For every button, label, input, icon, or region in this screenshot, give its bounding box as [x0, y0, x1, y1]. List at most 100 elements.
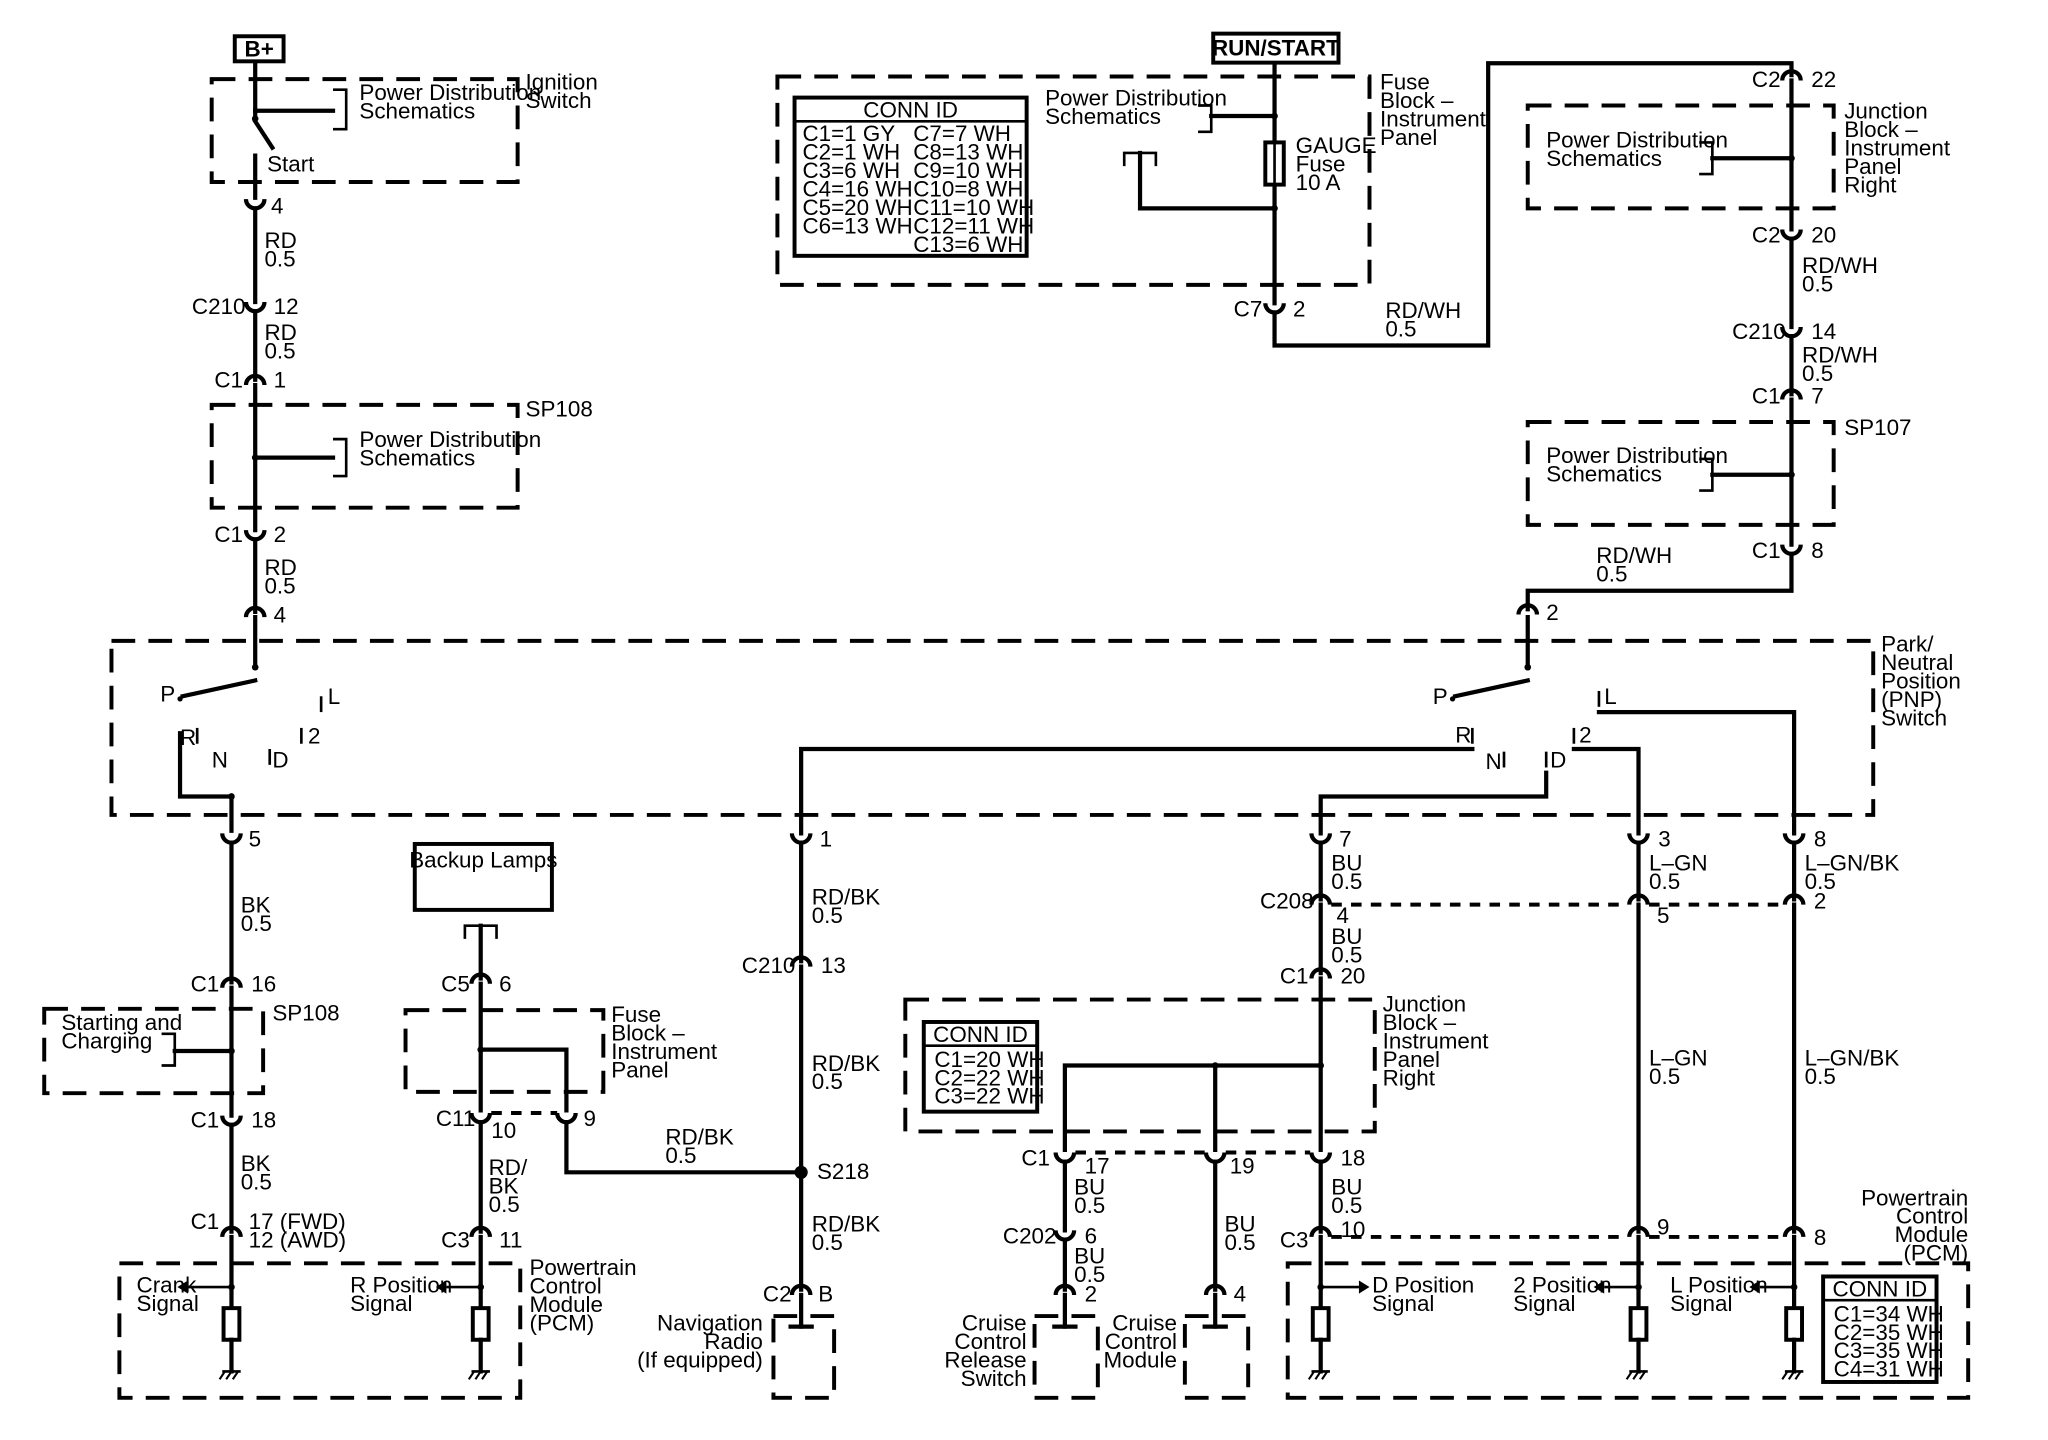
svg-text:0.5: 0.5: [1331, 869, 1362, 894]
svg-text:Release: Release: [944, 1347, 1026, 1372]
svg-text:N: N: [1486, 749, 1502, 774]
svg-text:Signal: Signal: [1513, 1291, 1575, 1316]
svg-text:Panel: Panel: [1844, 154, 1901, 179]
svg-text:0.5: 0.5: [1331, 1193, 1362, 1218]
svg-text:Block –: Block –: [1380, 88, 1454, 113]
svg-text:9: 9: [1657, 1214, 1669, 1239]
svg-text:2: 2: [1579, 722, 1591, 747]
svg-text:CONN ID: CONN ID: [1833, 1276, 1928, 1301]
svg-text:0.5: 0.5: [1074, 1262, 1105, 1287]
svg-text:C1=20 WH: C1=20 WH: [934, 1047, 1044, 1072]
svg-text:L–GN: L–GN: [1649, 1045, 1708, 1070]
svg-text:2: 2: [1546, 600, 1558, 625]
svg-text:C210: C210: [742, 953, 796, 978]
svg-text:C1: C1: [1752, 384, 1781, 409]
svg-text:RD/BK: RD/BK: [812, 1051, 881, 1076]
svg-text:Park/: Park/: [1881, 631, 1934, 656]
run-start-tag: RUN/START: [1211, 31, 1341, 65]
svg-text:C2: C2: [1752, 223, 1781, 248]
svg-text:11: 11: [499, 1227, 522, 1252]
svg-text:BK: BK: [241, 1151, 271, 1176]
svg-text:C5: C5: [441, 972, 470, 997]
svg-text:C3=22 WH: C3=22 WH: [934, 1084, 1044, 1109]
svg-text:Switch: Switch: [526, 88, 592, 113]
svg-text:20: 20: [1811, 223, 1836, 248]
svg-text:RD: RD: [264, 228, 296, 253]
svg-text:Instrument: Instrument: [611, 1039, 718, 1064]
sp108-bottom-box: Starting and Charging: [42, 1006, 266, 1096]
svg-text:RUN/START: RUN/START: [1212, 35, 1340, 60]
svg-text:C4=16 WH: C4=16 WH: [802, 176, 912, 201]
svg-text:Start: Start: [267, 151, 315, 176]
svg-text:0.5: 0.5: [489, 1192, 520, 1217]
conn-id-table-top: CONN ID C1=1 GY C2=1 WH C3=6 WH C4=16 WH…: [792, 95, 1034, 258]
svg-text:Junction: Junction: [1383, 991, 1466, 1016]
svg-text:9: 9: [584, 1106, 596, 1131]
svg-text:Right: Right: [1844, 173, 1897, 198]
svg-text:4: 4: [1337, 903, 1349, 928]
svg-text:0.5: 0.5: [812, 1230, 843, 1255]
svg-text:10: 10: [491, 1118, 516, 1143]
svg-text:BU: BU: [1074, 1243, 1105, 1268]
svg-text:Instrument: Instrument: [1383, 1028, 1490, 1053]
svg-text:(PNP): (PNP): [1881, 687, 1942, 712]
svg-text:BU: BU: [1331, 850, 1362, 875]
svg-text:BU: BU: [1224, 1212, 1255, 1237]
svg-text:L: L: [328, 684, 340, 709]
svg-text:2: 2: [1085, 1282, 1097, 1307]
svg-text:Instrument: Instrument: [1844, 136, 1951, 161]
svg-text:C3: C3: [1280, 1227, 1309, 1252]
svg-text:Control: Control: [954, 1329, 1026, 1354]
svg-text:D: D: [1550, 747, 1566, 772]
conn-id-table-mid: CONN ID C1=20 WH C2=22 WH C3=22 WH: [921, 1020, 1045, 1114]
svg-text:Panel: Panel: [1380, 125, 1437, 150]
svg-text:C4=31 WH: C4=31 WH: [1834, 1357, 1944, 1382]
sp108-top-box: Power Distribution Schematics: [209, 402, 541, 510]
svg-text:5: 5: [1657, 903, 1669, 928]
svg-text:RD/BK: RD/BK: [665, 1125, 734, 1150]
svg-text:Signal: Signal: [1372, 1291, 1434, 1316]
svg-text:Fuse: Fuse: [1380, 70, 1430, 95]
svg-text:Power Distribution: Power Distribution: [1546, 443, 1728, 468]
svg-text:D Position: D Position: [1372, 1272, 1474, 1297]
svg-text:Position: Position: [1881, 668, 1961, 693]
svg-text:1: 1: [820, 827, 832, 852]
svg-text:Control: Control: [529, 1274, 601, 1299]
svg-text:R Position: R Position: [350, 1272, 452, 1297]
svg-text:(PCM): (PCM): [529, 1311, 594, 1336]
svg-text:Signal: Signal: [350, 1291, 412, 1316]
svg-text:Junction: Junction: [1844, 99, 1927, 124]
svg-text:D: D: [272, 747, 288, 772]
svg-text:RD: RD: [264, 555, 296, 580]
svg-text:B: B: [818, 1282, 833, 1307]
svg-text:P: P: [160, 682, 175, 707]
svg-text:Schematics: Schematics: [359, 445, 475, 470]
svg-text:Block –: Block –: [1844, 117, 1918, 142]
svg-text:6: 6: [499, 972, 511, 997]
svg-text:SP108: SP108: [526, 397, 593, 422]
svg-text:0.5: 0.5: [1805, 869, 1836, 894]
svg-text:RD/WH: RD/WH: [1596, 543, 1672, 568]
pcm-left-box: [117, 1261, 523, 1400]
svg-text:C2: C2: [1752, 67, 1781, 92]
svg-text:N: N: [212, 747, 228, 772]
svg-text:L–GN/BK: L–GN/BK: [1805, 1045, 1900, 1070]
backup-lamps-box: Backup Lamps: [409, 841, 557, 912]
svg-text:8: 8: [1814, 1225, 1826, 1250]
svg-text:GAUGE: GAUGE: [1296, 133, 1377, 158]
svg-text:L: L: [1604, 684, 1616, 709]
svg-text:C1: C1: [1752, 538, 1781, 563]
svg-text:L–GN: L–GN: [1649, 850, 1708, 875]
svg-text:P: P: [1433, 684, 1448, 709]
svg-text:C2=1 WH: C2=1 WH: [802, 140, 900, 165]
svg-text:Panel: Panel: [1383, 1047, 1440, 1072]
svg-text:C3=35 WH: C3=35 WH: [1834, 1338, 1944, 1363]
svg-text:BU: BU: [1074, 1175, 1105, 1200]
svg-text:20: 20: [1340, 964, 1365, 989]
svg-text:C2=35 WH: C2=35 WH: [1834, 1320, 1944, 1345]
svg-text:Schematics: Schematics: [1045, 104, 1161, 129]
svg-text:Power Distribution: Power Distribution: [1045, 85, 1227, 110]
svg-text:BK: BK: [241, 893, 271, 918]
svg-text:0.5: 0.5: [1802, 361, 1833, 386]
svg-text:16: 16: [251, 972, 276, 997]
